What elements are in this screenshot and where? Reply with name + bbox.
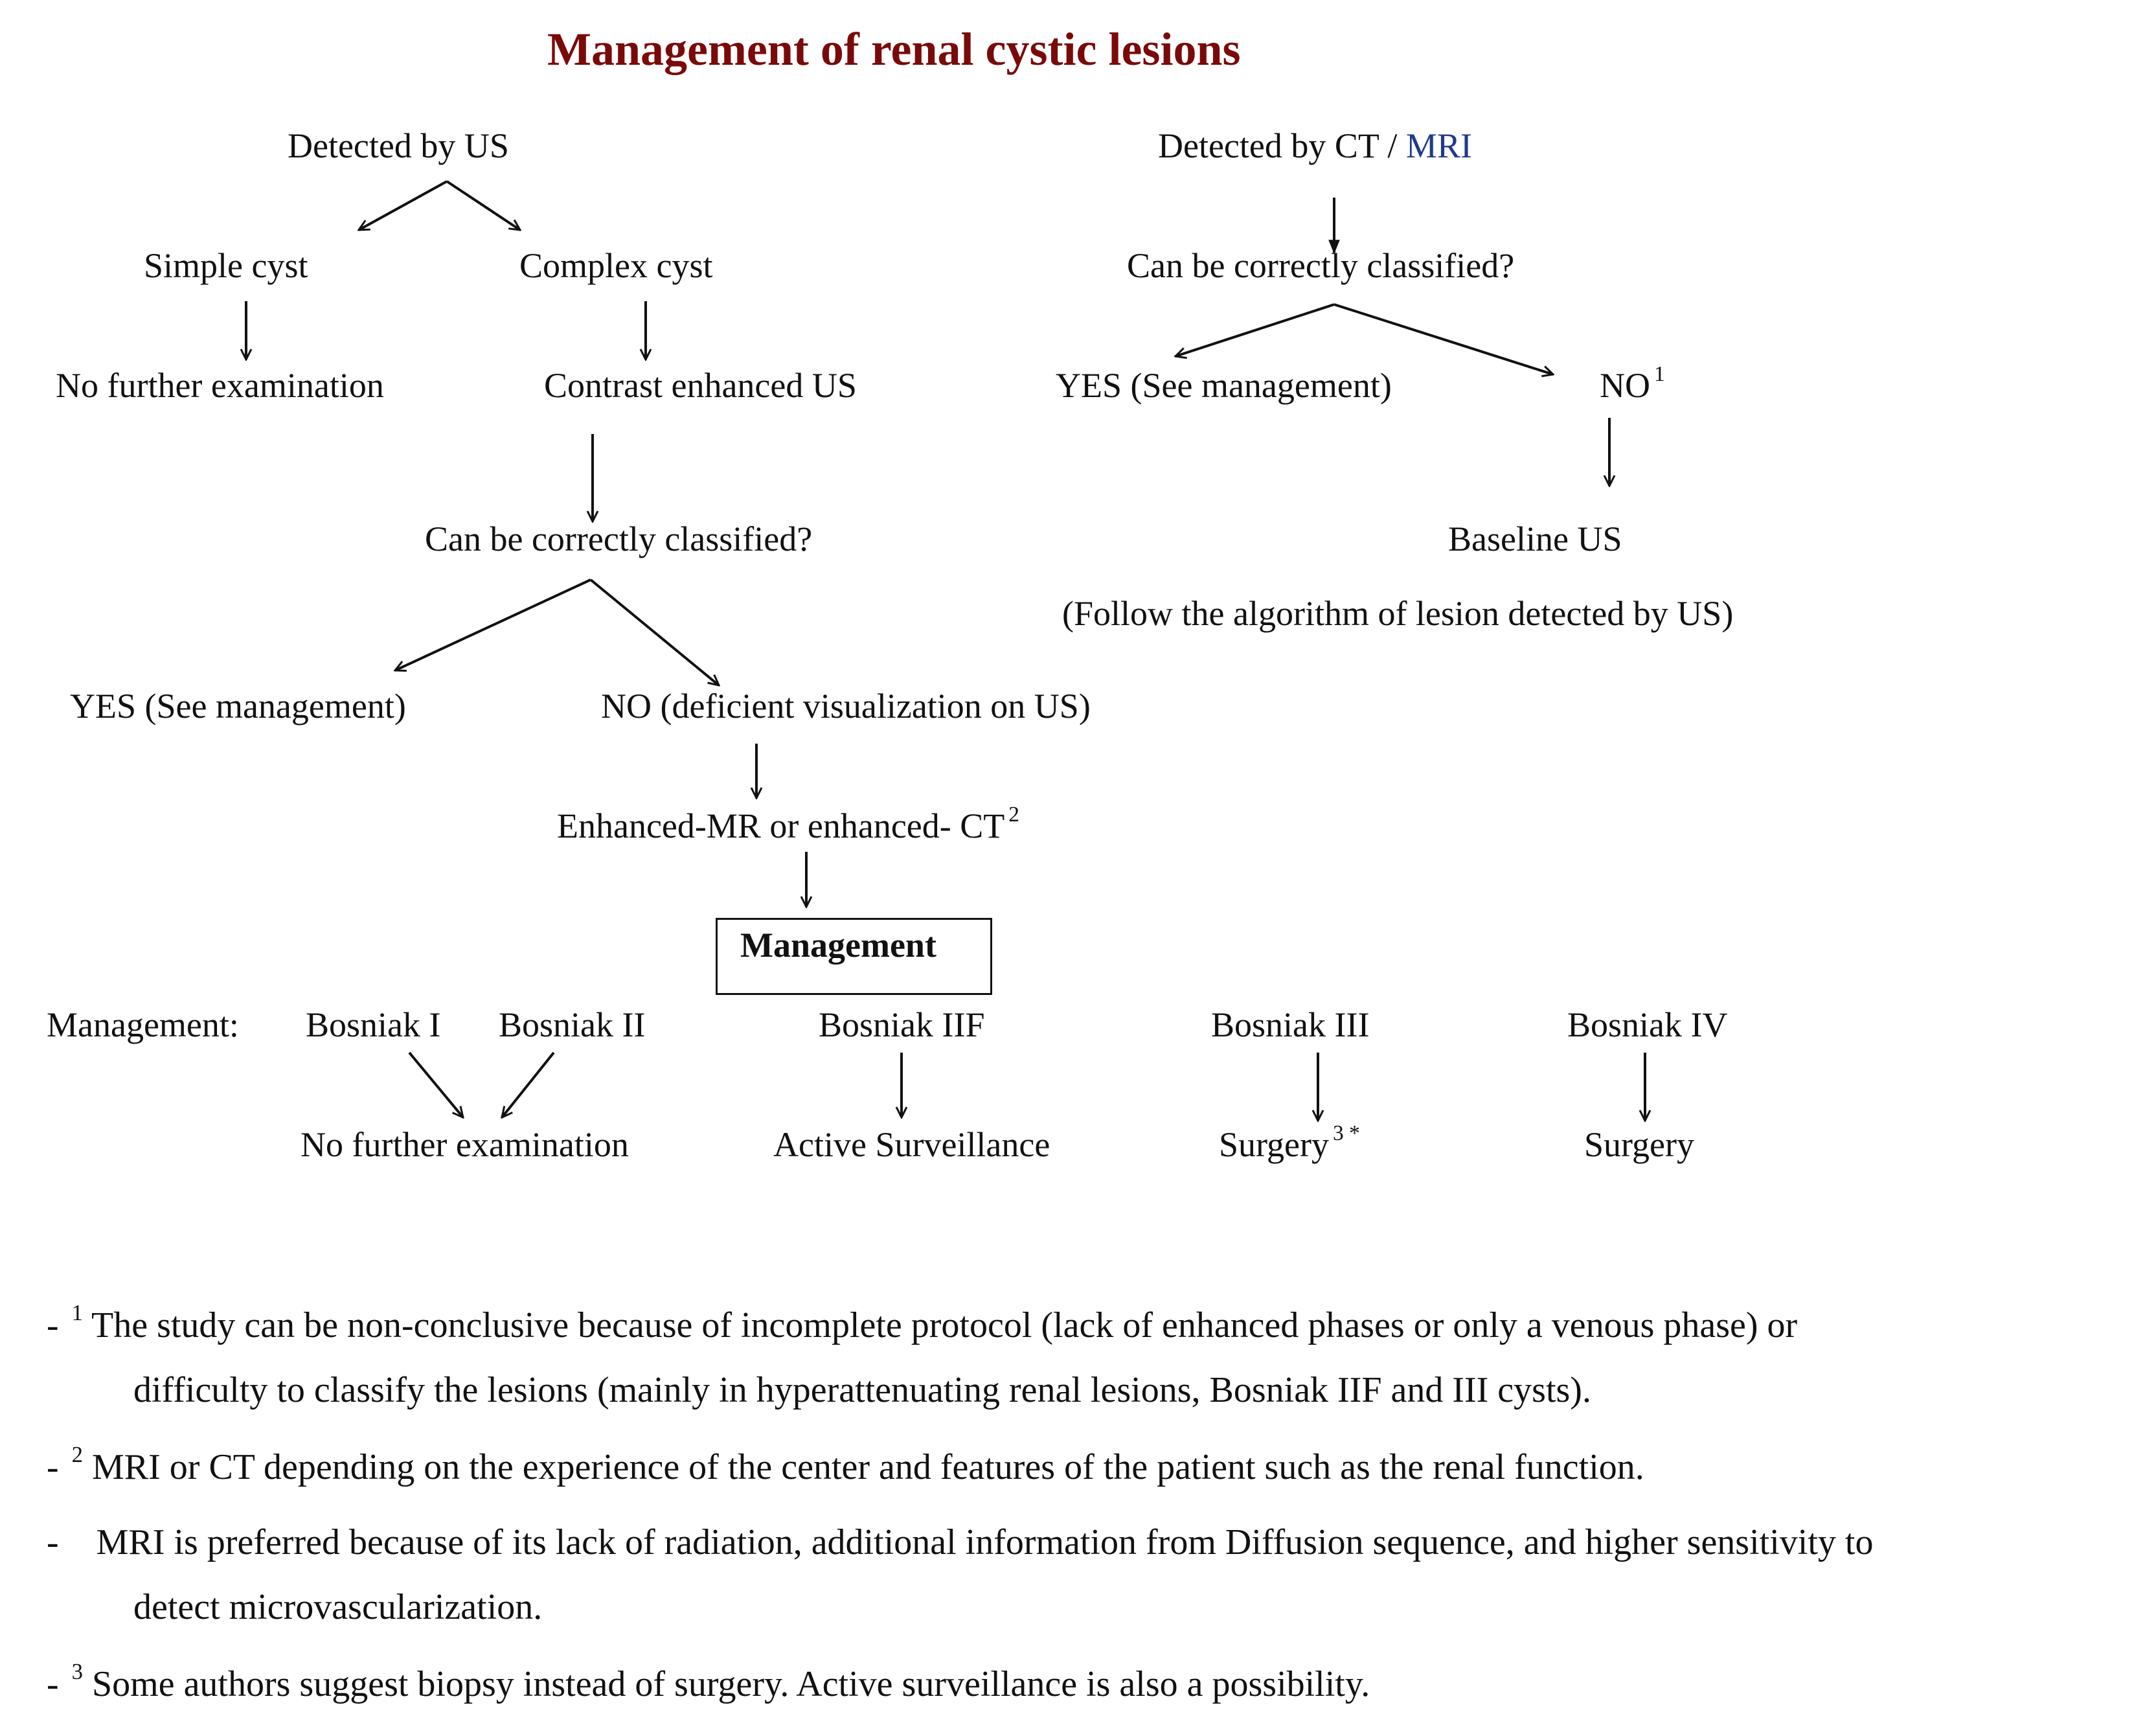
footnote-mri-dash: -	[47, 1522, 59, 1562]
node-bosniak-iv: Bosniak IV	[1567, 1005, 1728, 1044]
node-bosniak-iif: Bosniak IIF	[819, 1005, 985, 1044]
footnote-ref-3: 3 *	[1333, 1121, 1360, 1145]
arrow-bosniak-ii-to-no-further	[502, 1051, 555, 1117]
arrow-ct-classified-to-yes	[1175, 303, 1335, 356]
node-bosniak-iii: Bosniak III	[1211, 1005, 1370, 1044]
arrow-us-to-complex	[446, 180, 520, 230]
footnote-2-text: MRI or CT depending on the experience of…	[92, 1447, 1644, 1487]
footnote-mri: -MRI is preferred because of its lack of…	[47, 1524, 1873, 1560]
node-can-be-classified-us: Can be correctly classified?	[425, 520, 813, 558]
footnote-3-dash: -	[47, 1664, 68, 1704]
footnote-1-marker: 1	[71, 1299, 84, 1325]
node-surgery-bosniak-iv: Surgery	[1584, 1125, 1694, 1164]
footnote-1-dash: -	[47, 1305, 68, 1345]
node-baseline-us: Baseline US	[1448, 520, 1622, 558]
footnote-1: - 1 The study can be non-conclusive beca…	[47, 1301, 1798, 1345]
arrow-us-to-simple	[359, 180, 448, 231]
footnote-1-continued: difficulty to classify the lesions (main…	[133, 1370, 1591, 1410]
footnote-3: - 3 Some authors suggest biopsy instead …	[47, 1660, 1370, 1704]
arrow-classified-to-yes	[395, 578, 591, 670]
management-box	[716, 918, 992, 995]
node-enhanced-mr-ct-text: Enhanced-MR or enhanced- CT	[557, 806, 1005, 845]
node-can-be-classified-ct: Can be correctly classified?	[1127, 246, 1515, 285]
node-detected-ct-text: Detected by CT /	[1158, 126, 1398, 165]
node-no-further-examination-bosniak: No further examination	[301, 1125, 629, 1164]
node-simple-cyst: Simple cyst	[144, 246, 308, 285]
node-bosniak-i: Bosniak I	[306, 1005, 441, 1044]
footnote-ref-2: 2	[1008, 802, 1019, 827]
management-box-label: Management	[740, 926, 936, 965]
node-no-deficient-visualization: NO (deficient visualization on US)	[601, 687, 1091, 725]
node-mri-text: MRI	[1405, 126, 1472, 165]
node-detected-us: Detected by US	[288, 126, 509, 165]
footnote-mri-continued: detect microvascularization.	[133, 1587, 543, 1627]
management-row-label: Management:	[47, 1005, 239, 1044]
footnote-3-text: Some authors suggest biopsy instead of s…	[92, 1664, 1370, 1704]
node-surgery-iii-text: Surgery	[1219, 1125, 1329, 1164]
footnote-2-marker: 2	[71, 1441, 84, 1467]
footnote-3-marker: 3	[71, 1658, 84, 1684]
node-no-further-examination: No further examination	[56, 366, 384, 405]
arrow-classified-to-no	[589, 578, 719, 685]
node-detected-ct-mri: Detected by CT / MRI	[1158, 128, 1472, 163]
footnote-mri-text: MRI is preferred because of its lack of …	[96, 1522, 1874, 1562]
footnote-2-dash: -	[47, 1447, 68, 1487]
node-contrast-enhanced-us: Contrast enhanced US	[544, 366, 857, 405]
diagram-title: Management of renal cystic lesions	[547, 23, 1241, 75]
node-follow-algorithm: (Follow the algorithm of lesion detected…	[1062, 594, 1734, 633]
node-yes-see-management: YES (See management)	[70, 687, 406, 725]
arrow-ct-classified-to-no	[1333, 303, 1553, 374]
footnote-1-text: The study can be non-conclusive because …	[91, 1305, 1798, 1345]
node-active-surveillance: Active Surveillance	[773, 1125, 1050, 1164]
node-yes-see-management-right: YES (See management)	[1056, 366, 1392, 405]
node-complex-cyst: Complex cyst	[519, 246, 713, 285]
footnote-ref-1: 1	[1654, 361, 1665, 386]
node-no-right-text: NO	[1600, 366, 1650, 405]
footnote-2: - 2 MRI or CT depending on the experienc…	[47, 1443, 1644, 1487]
arrow-bosniak-i-to-no-further	[408, 1051, 463, 1117]
node-bosniak-ii: Bosniak II	[499, 1005, 646, 1044]
